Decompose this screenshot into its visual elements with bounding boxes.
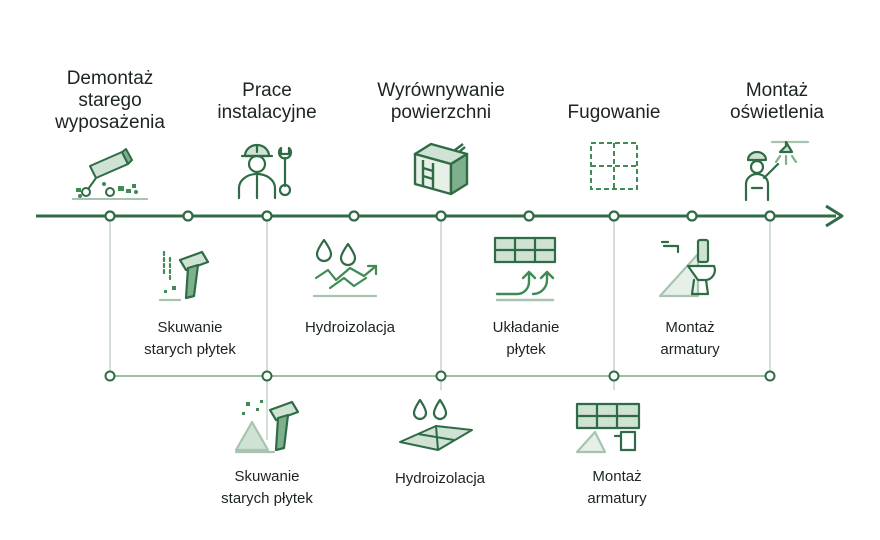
timeline-node <box>764 370 776 382</box>
leveling-box-icon <box>413 142 469 196</box>
step-label-hydroizolacja-mid: Hydroizolacja <box>305 317 395 339</box>
label-line: Hydroizolacja <box>394 470 486 487</box>
timeline-node <box>435 210 447 222</box>
label-line: Układanie <box>492 319 560 336</box>
label-line: armatury <box>660 341 720 358</box>
step-label-fugowanie: Fugowanie <box>568 102 661 124</box>
step-label-montaz-oswietlenia: Montaż oświetlenia <box>730 80 824 124</box>
lower-axis-nodes <box>104 370 776 382</box>
timeline-node <box>764 210 776 222</box>
label-line: starego <box>78 90 142 111</box>
step-label-demontaz: Demontaż starego wyposażenia <box>55 68 165 134</box>
timeline-node <box>435 370 447 382</box>
main-axis-nodes <box>104 210 776 222</box>
label-line: armatury <box>587 490 647 507</box>
label-line: wyposażenia <box>55 112 165 133</box>
step-label-skuwanie-bottom: Skuwanie starych płytek <box>221 466 313 510</box>
label-line: starych płytek <box>221 490 313 507</box>
step-label-hydroizolacja-bottom: Hydroizolacja <box>395 468 485 490</box>
label-line: Montaż <box>745 80 809 101</box>
timeline-node <box>182 210 194 222</box>
step-label-armatura-mid: Montaż armatury <box>660 317 719 361</box>
label-line: Prace <box>242 80 292 101</box>
label-line: Wyrównywanie <box>377 80 505 101</box>
grout-grid-icon <box>590 142 638 190</box>
waterproofing-floor-icon <box>399 398 473 451</box>
label-line: Montaż <box>665 319 715 336</box>
label-line: instalacyjne <box>217 102 317 123</box>
timeline-node <box>608 370 620 382</box>
label-line: Skuwanie <box>157 319 223 336</box>
timeline-node <box>261 210 273 222</box>
step-label-prace-instalacyjne: Prace instalacyjne <box>217 80 316 124</box>
timeline-node <box>348 210 360 222</box>
timeline-node <box>104 370 116 382</box>
step-label-wyrownywanie: Wyrównywanie powierzchni <box>377 80 505 124</box>
toilet-faucet-icon <box>658 238 716 298</box>
label-line: powierzchni <box>390 102 492 123</box>
label-line: Demontaż <box>66 68 154 89</box>
label-line: oświetlenia <box>730 102 824 123</box>
timeline-node <box>104 210 116 222</box>
step-label-ukladanie: Układanie płytek <box>493 317 560 361</box>
demolition-icon <box>72 148 148 200</box>
label-line: Skuwanie <box>234 468 300 485</box>
timeline-node <box>261 370 273 382</box>
label-line: starych płytek <box>144 341 236 358</box>
label-line: płytek <box>506 341 546 358</box>
label-line: Fugowanie <box>567 102 661 123</box>
worker-wrench-icon <box>237 143 293 200</box>
timeline-node <box>608 210 620 222</box>
timeline-node <box>686 210 698 222</box>
step-label-skuwanie-mid: Skuwanie starych płytek <box>144 317 236 361</box>
timeline-node <box>523 210 535 222</box>
hammer-debris-icon <box>234 400 300 454</box>
waterproofing-icon <box>312 238 378 298</box>
step-label-armatura-bottom: Montaż armatury <box>587 466 646 510</box>
tiles-faucet-icon <box>575 402 641 454</box>
electrician-light-icon <box>744 140 810 202</box>
label-line: Montaż <box>592 468 642 485</box>
tile-laying-icon <box>493 236 557 302</box>
hammer-tiles-icon <box>158 250 210 302</box>
label-line: Hydroizolacja <box>304 319 396 336</box>
timeline-arrowhead <box>825 204 844 228</box>
